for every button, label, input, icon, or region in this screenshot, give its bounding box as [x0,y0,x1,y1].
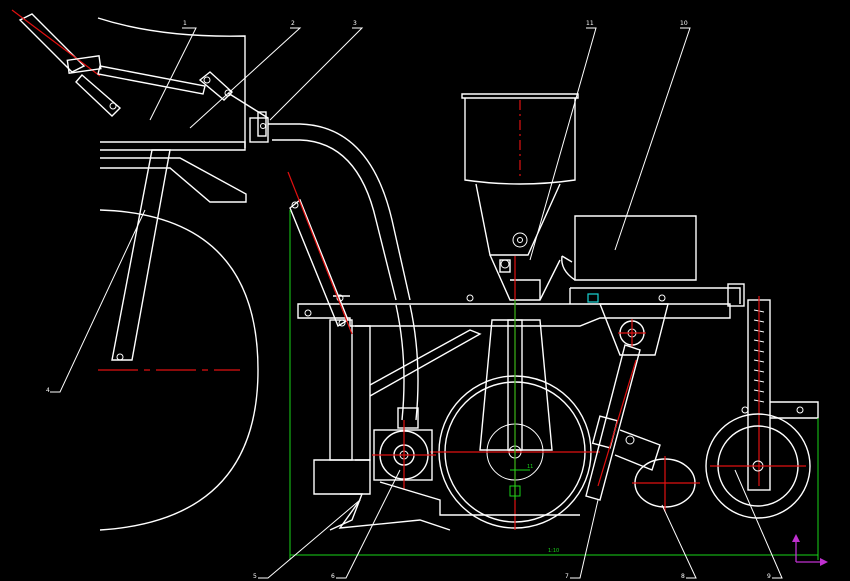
dimension-lines: 1:10 [289,210,819,560]
main-wheel: 11 [430,256,600,530]
callout-9: 9 [767,573,771,580]
callout-5: 5 [253,573,257,580]
small-dimension-text: 11 [527,464,533,470]
callout-labels: 1 2 3 11 10 4 5 6 7 8 9 [46,20,771,580]
callout-1: 1 [183,20,187,27]
hitch-top-link [11,9,269,143]
callout-7: 7 [565,573,569,580]
main-frame-beam [297,287,741,327]
drive-sprocket [338,420,580,531]
callout-2: 2 [291,20,295,27]
callout-4: 4 [46,387,50,394]
frame-post [287,171,482,531]
transport-tube [268,123,419,429]
callout-10: 10 [680,20,688,27]
covering-disc-arm [585,344,700,512]
overall-length-dimension: 1:10 [548,548,559,554]
leader-lines [50,27,783,579]
press-wheel-assembly [705,283,819,519]
metering-unit [587,293,669,356]
fertilizer-box [561,215,697,281]
ucs-axis-icon[interactable] [792,534,828,566]
callout-6: 6 [331,573,335,580]
callout-3: 3 [353,20,357,27]
seed-hopper [461,93,579,301]
tractor-rear [97,17,259,531]
callout-11: 11 [586,20,594,27]
callout-8: 8 [681,573,685,580]
